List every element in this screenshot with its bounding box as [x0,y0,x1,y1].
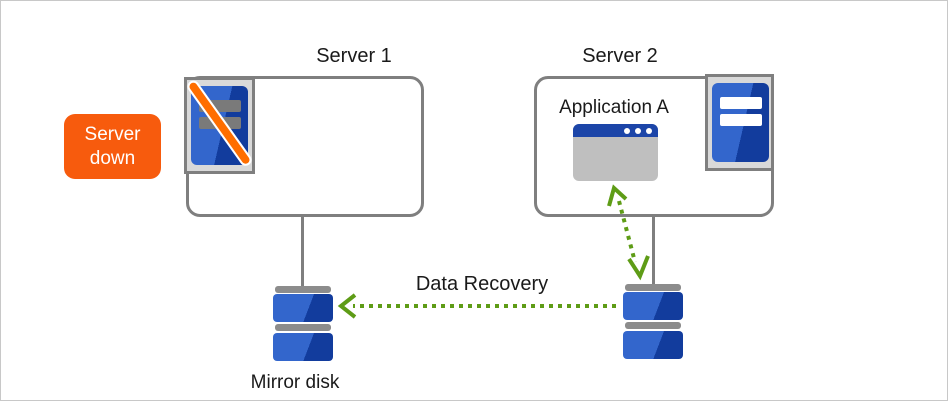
application-label: Application A [559,97,669,118]
server2-title: Server 2 [582,45,658,67]
server2-disk-connector-line [652,215,655,286]
disk-platter [623,331,683,359]
server-down-badge-line1: Server [84,123,141,145]
mirror-disk-stack-icon [273,286,333,361]
server1-title: Server 1 [316,45,392,67]
server-down-badge-line2: down [89,147,136,169]
data-recovery-label: Data Recovery [415,273,549,295]
server-down-badge: Server down [64,114,161,179]
disk-cap-bar [625,284,681,291]
dotted-arrow-left-icon [337,293,616,319]
titlebar-dot-icon [646,128,652,134]
server-chassis-icon [712,83,769,162]
disk-platter [273,294,333,322]
disk-cap-bar [625,322,681,329]
app-window-titlebar [573,124,658,137]
server-icon-crossed-out [184,77,255,174]
disk-stack-icon [623,284,683,359]
disk-cap-bar [275,286,331,293]
disk-cap-bar [275,324,331,331]
disk-platter [623,292,683,320]
mirror-disk-label: Mirror disk [250,372,340,393]
disk-platter [273,333,333,361]
chassis-slot-bar [720,97,762,109]
server1-disk-connector-line [301,215,304,288]
chassis-slot-bar [720,114,762,126]
titlebar-dot-icon [624,128,630,134]
titlebar-dot-icon [635,128,641,134]
server-icon [705,74,774,171]
app-window-icon [573,124,658,181]
server-down-slash-icon [187,80,252,166]
